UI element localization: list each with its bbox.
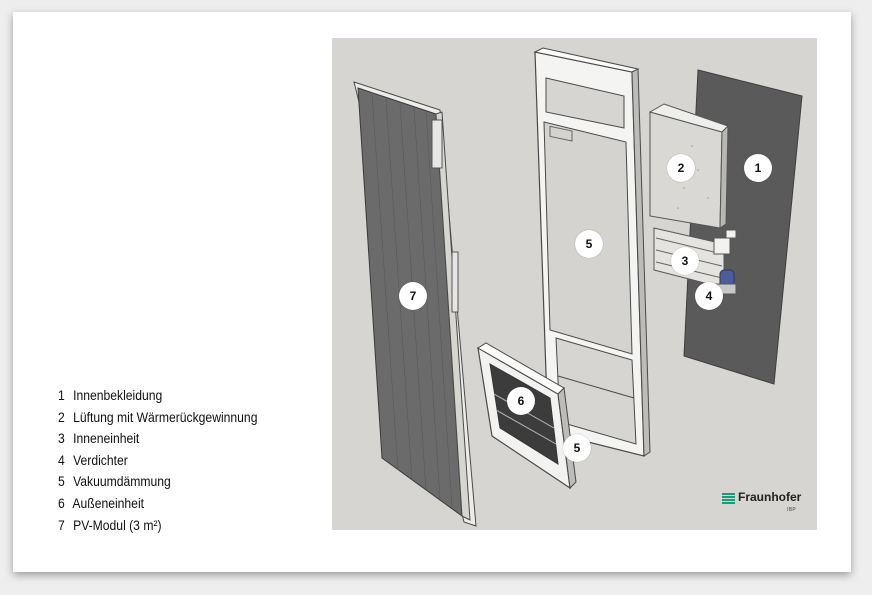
legend-label: Lüftung mit Wärmerückgewinnung <box>73 409 258 425</box>
component-legend: 1 Innenbekleidung 2 Lüftung mit Wärmerüc… <box>58 385 257 536</box>
legend-label: Vakuumdämmung <box>73 474 171 490</box>
legend-number: 7 <box>58 517 65 533</box>
legend-label: PV-Modul (3 m²) <box>73 517 162 533</box>
legend-label: Außeneinheit <box>72 495 145 511</box>
legend-label: Innenbekleidung <box>73 388 163 403</box>
legend-label: Verdichter <box>73 452 128 468</box>
legend-number: 3 <box>58 431 65 447</box>
logo-stripe <box>722 502 735 504</box>
legend-number: 6 <box>58 495 65 511</box>
marker-inner-cladding: 1 <box>744 154 772 182</box>
legend-number: 5 <box>58 474 65 490</box>
legend-label: Inneneinheit <box>73 431 140 447</box>
legend-number: 2 <box>58 409 65 425</box>
legend-item: 2 Lüftung mit Wärmerückgewinnung <box>58 407 257 429</box>
legend-item: 7 PV-Modul (3 m²) <box>58 515 257 537</box>
marker-compressor: 4 <box>695 282 723 310</box>
logo-name: Fraunhofer <box>738 490 802 504</box>
logo-stripe <box>722 493 735 495</box>
logo-stripe <box>722 499 735 501</box>
logo-stripe <box>722 496 735 498</box>
marker-pv-module: 7 <box>399 282 427 310</box>
marker-vacuum-insulation-frame: 5 <box>575 230 603 258</box>
marker-vacuum-insulation-box: 5 <box>563 434 591 462</box>
legend-item: 3 Inneneinheit <box>58 428 257 450</box>
marker-outdoor-unit: 6 <box>507 387 535 415</box>
fraunhofer-logo-icon <box>722 493 735 505</box>
legend-item: 5 Vakuumdämmung <box>58 471 257 493</box>
marker-indoor-unit: 3 <box>671 247 699 275</box>
logo-subtitle: IBP <box>787 507 796 513</box>
legend-item: 6 Außeneinheit <box>58 493 257 515</box>
legend-item: 1 Innenbekleidung <box>58 385 257 407</box>
legend-item: 4 Verdichter <box>58 450 257 472</box>
legend-number: 4 <box>58 452 65 468</box>
fraunhofer-logo: Fraunhofer IBP <box>722 490 812 516</box>
marker-ventilation: 2 <box>667 154 695 182</box>
legend-number: 1 <box>58 388 65 403</box>
